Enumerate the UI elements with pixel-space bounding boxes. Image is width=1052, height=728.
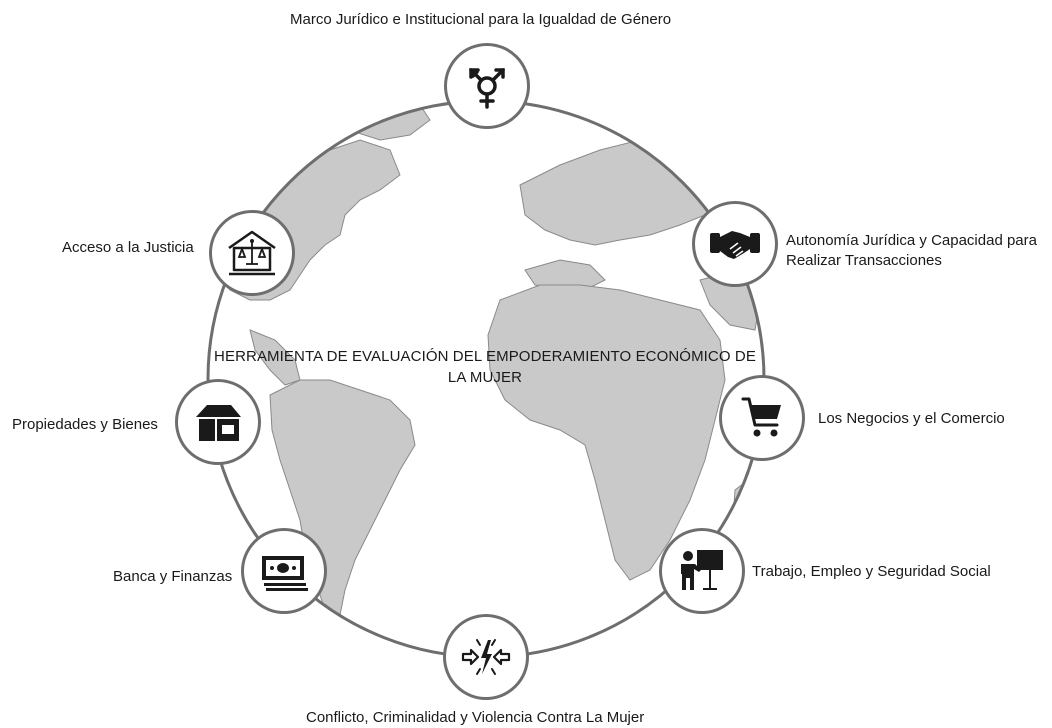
label-propiedades: Propiedades y Bienes <box>12 416 158 433</box>
conflict-icon <box>461 639 511 675</box>
node-banca <box>241 528 327 614</box>
courthouse-scales-icon <box>228 230 276 276</box>
label-banca: Banca y Finanzas <box>113 568 233 585</box>
node-propiedades <box>175 379 261 465</box>
label-conflicto: Conflicto, Criminalidad y Violencia Cont… <box>306 709 645 726</box>
diagram-title: HERRAMIENTA DE EVALUACIÓN DEL EMPODERAMI… <box>214 348 756 386</box>
node-justicia <box>209 210 295 296</box>
label-autonomia-line1: Autonomía Jurídica y Capacidad para <box>786 232 1037 249</box>
label-autonomia: Autonomía Jurídica y Capacidad para Real… <box>786 231 1037 271</box>
node-marco-juridico <box>444 43 530 129</box>
node-trabajo <box>659 528 745 614</box>
label-marco-juridico: Marco Jurídico e Institucional para la I… <box>290 11 672 28</box>
shopping-cart-icon <box>741 397 781 437</box>
label-justicia: Acceso a la Justicia <box>62 239 194 256</box>
presenter-icon <box>681 550 723 590</box>
house-icon <box>196 405 241 441</box>
node-autonomia <box>692 201 778 287</box>
gender-symbol-icon <box>469 68 505 109</box>
banknote-icon <box>262 556 308 591</box>
label-negocios: Los Negocios y el Comercio <box>818 410 1005 427</box>
label-autonomia-line2: Realizar Transacciones <box>786 252 942 269</box>
handshake-icon <box>710 231 760 259</box>
node-negocios <box>719 375 805 461</box>
node-conflicto <box>443 614 529 700</box>
label-trabajo: Trabajo, Empleo y Seguridad Social <box>752 563 991 580</box>
